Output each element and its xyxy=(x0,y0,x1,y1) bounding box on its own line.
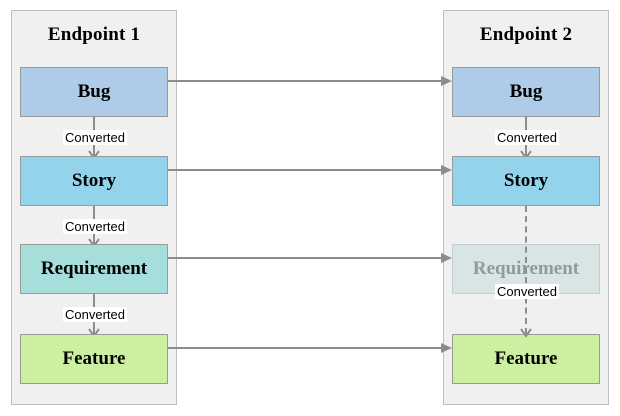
mapping-arrow-line xyxy=(166,80,442,82)
connector-label-story-to-requirement: Converted xyxy=(12,218,178,236)
connector-bug-to-story xyxy=(520,117,532,160)
connector-line-dashed xyxy=(525,206,527,334)
mapping-arrow-line xyxy=(166,169,442,171)
mapping-arrow-line xyxy=(166,347,442,349)
connector-label-bug-to-story: Converted xyxy=(444,129,610,147)
endpoint-1-panel[interactable]: Endpoint 1 Converted Converted Converted… xyxy=(11,10,177,405)
connector-label-requirement-to-feature: Converted xyxy=(12,306,178,324)
connector-story-to-requirement xyxy=(88,206,100,248)
mapping-arrow-requirement xyxy=(166,253,452,264)
arrow-head-icon xyxy=(441,76,452,86)
arrow-head-icon xyxy=(441,165,452,175)
connector-story-to-feature xyxy=(520,206,532,338)
mapping-arrow-line xyxy=(166,257,442,259)
connector-label-bug-to-story: Converted xyxy=(12,129,178,147)
mapping-arrow-story xyxy=(166,165,452,176)
endpoint-2-title: Endpoint 2 xyxy=(479,24,573,45)
node-endpoint1-story[interactable]: Story xyxy=(20,156,168,206)
arrow-head-icon xyxy=(520,325,532,338)
node-endpoint2-story[interactable]: Story xyxy=(452,156,600,206)
node-endpoint2-bug[interactable]: Bug xyxy=(452,67,600,117)
connector-bug-to-story xyxy=(88,117,100,160)
node-endpoint1-bug[interactable]: Bug xyxy=(20,67,168,117)
endpoint-2-panel[interactable]: Endpoint 2 Converted Converted Bug Story… xyxy=(443,10,609,405)
arrow-head-icon xyxy=(441,253,452,263)
node-endpoint2-feature[interactable]: Feature xyxy=(452,334,600,384)
connector-requirement-to-feature xyxy=(88,294,100,338)
mapping-arrow-feature xyxy=(166,343,452,354)
node-endpoint1-requirement[interactable]: Requirement xyxy=(20,244,168,294)
mapping-arrow-bug xyxy=(166,76,452,87)
arrow-head-icon xyxy=(441,343,452,353)
endpoint-1-title: Endpoint 1 xyxy=(47,24,141,45)
node-endpoint1-feature[interactable]: Feature xyxy=(20,334,168,384)
